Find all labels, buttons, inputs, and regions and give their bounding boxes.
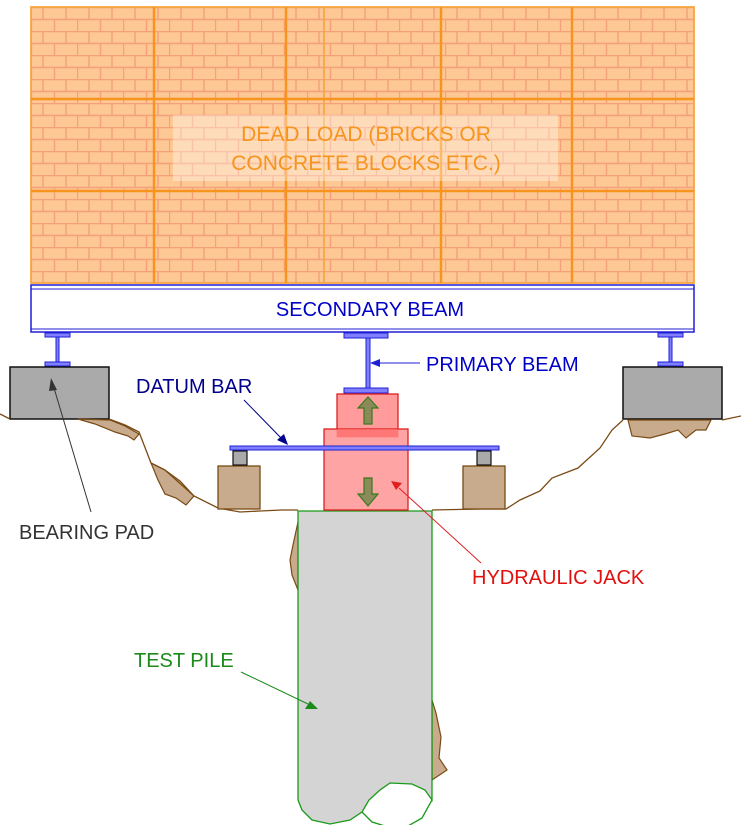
arrowhead-icon — [370, 359, 380, 367]
hydraulic-jack — [323, 393, 409, 511]
leader-primary-beam — [370, 359, 420, 367]
leader-hydraulic-jack — [391, 481, 482, 564]
test-pile-label: TEST PILE — [134, 650, 234, 672]
datum-bar — [229, 445, 500, 451]
primary-beam — [343, 332, 389, 394]
dial-gauge-right — [476, 450, 492, 466]
secondary-beam-label: SECONDARY BEAM — [276, 299, 464, 321]
test-pile-break — [361, 799, 433, 825]
datum-bar-label: DATUM BAR — [136, 376, 252, 398]
jack-cylinder — [323, 428, 409, 511]
arrowhead-icon — [277, 434, 288, 445]
leader-bearing-pad — [49, 378, 92, 513]
soil-patches — [77, 418, 712, 782]
secondary-beam: SECONDARY BEAM — [30, 284, 695, 333]
arrowhead-icon — [391, 481, 402, 490]
bearing-pad-right — [622, 366, 723, 420]
arrow-up-icon — [356, 396, 380, 425]
right-i-beam-support — [657, 332, 684, 367]
dead-load-area-right — [323, 6, 695, 284]
block-grid-lines — [31, 7, 694, 283]
arrowhead-icon — [49, 378, 57, 391]
bearing-pad-label: BEARING PAD — [19, 522, 154, 544]
dead-load-label-line2: CONCRETE BLOCKS ETC.) — [231, 152, 501, 175]
hydraulic-jack-label: HYDRAULIC JACK — [472, 567, 645, 589]
leader-test-pile — [240, 671, 318, 709]
left-i-beam-support — [44, 332, 71, 367]
dial-gauge-left — [232, 450, 248, 466]
bearing-pad-left — [9, 366, 110, 420]
arrow-down-icon — [356, 477, 380, 507]
reference-block-left — [217, 465, 261, 510]
reference-block-right — [462, 465, 506, 510]
primary-beam-label: PRIMARY BEAM — [426, 354, 579, 376]
arrowhead-icon — [305, 701, 318, 709]
test-pile — [297, 510, 433, 825]
leader-datum-bar — [243, 399, 288, 445]
dead-load-label-line1: DEAD LOAD (BRICKS OR — [241, 123, 491, 146]
ground-line — [0, 413, 741, 513]
dead-load-area — [30, 6, 325, 284]
dead-load-label-backdrop — [173, 115, 558, 181]
dead-load-blocks: DEAD LOAD (BRICKS OR CONCRETE BLOCKS ETC… — [30, 6, 695, 284]
